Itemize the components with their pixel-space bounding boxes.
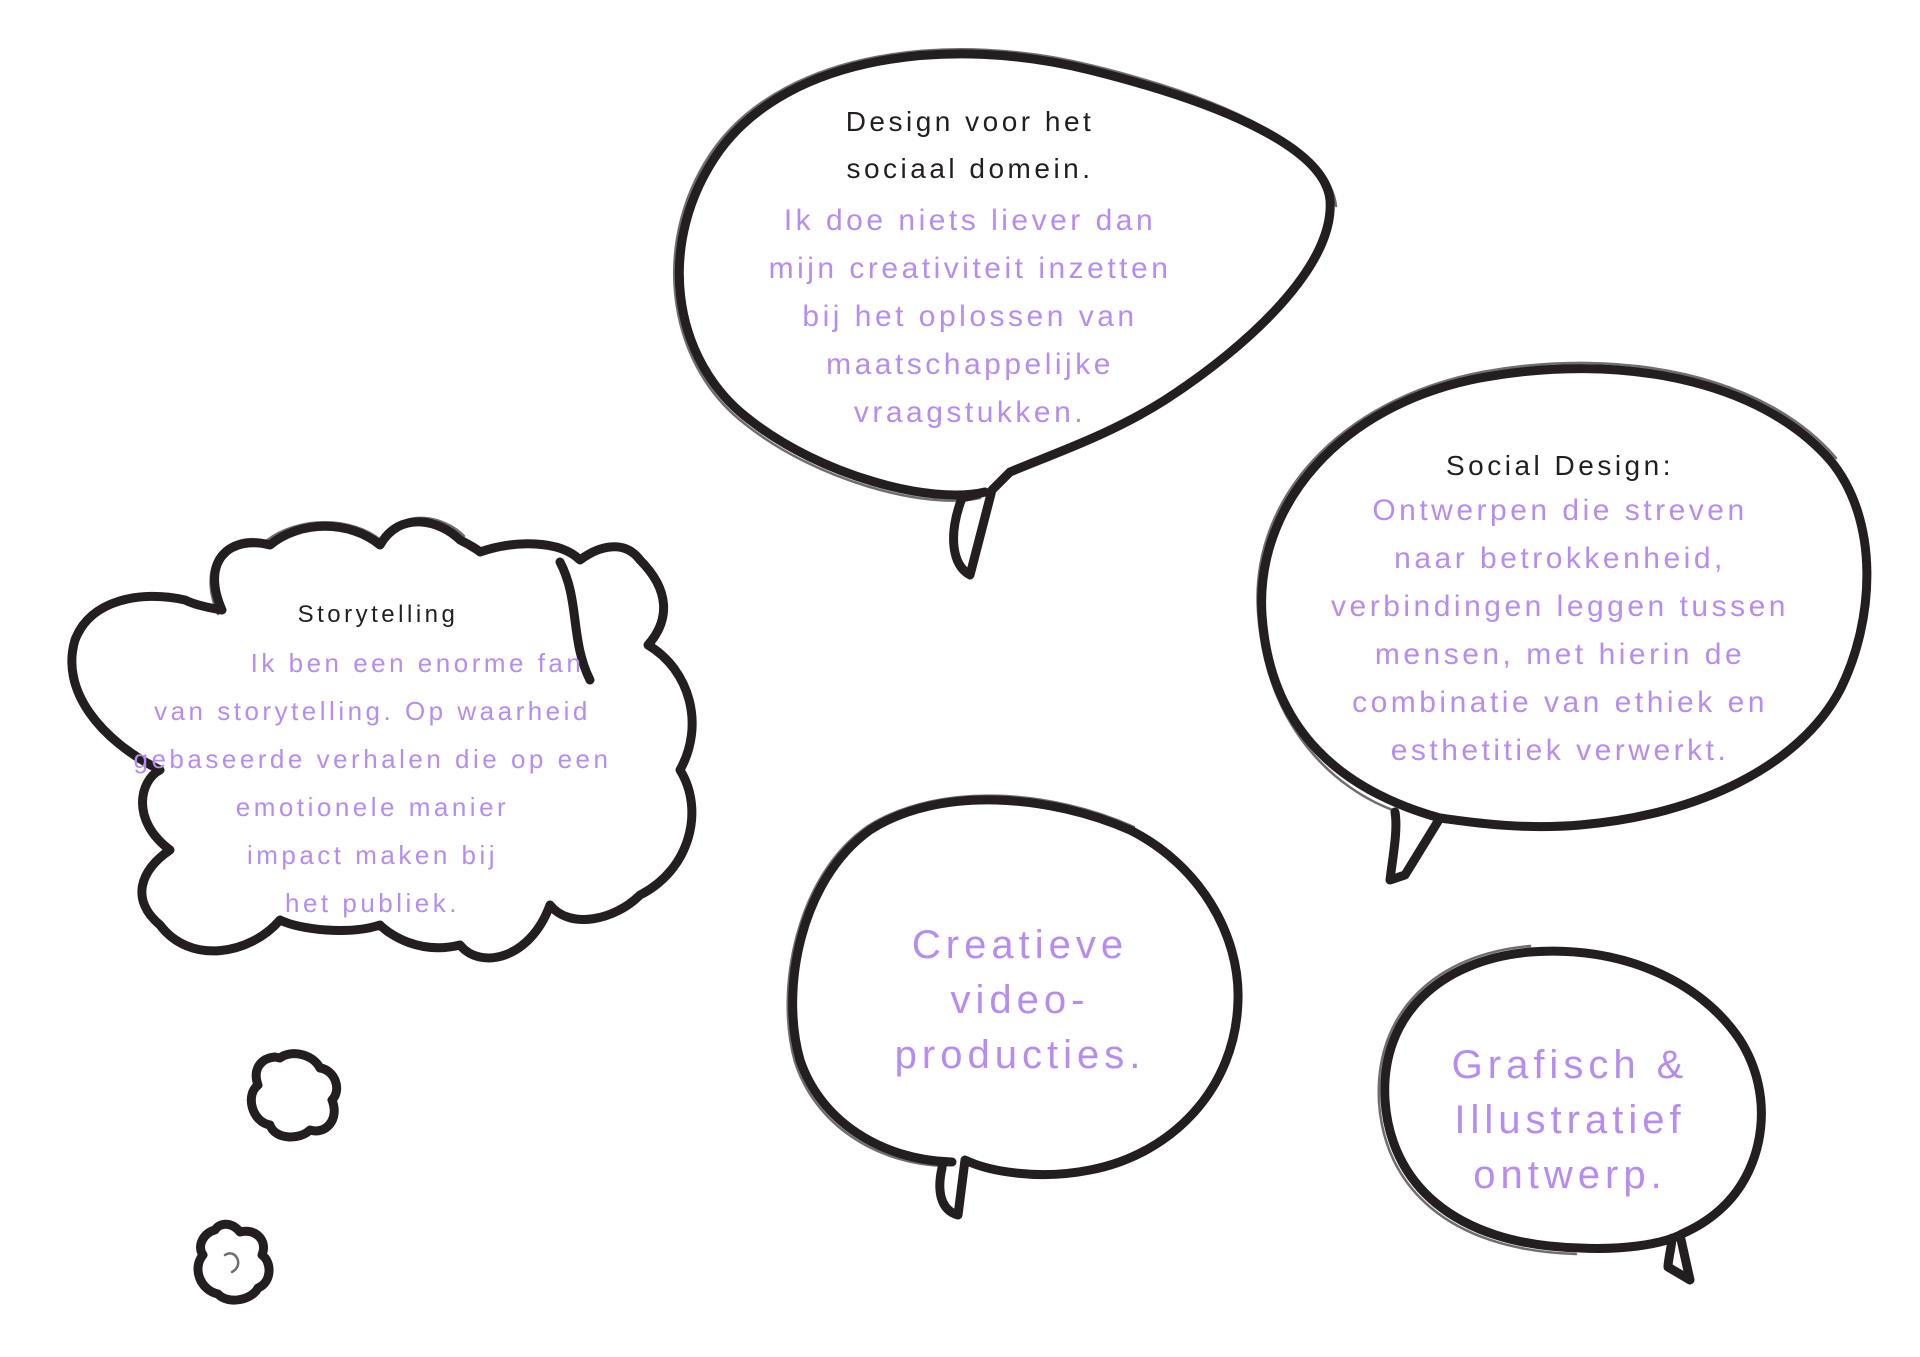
heading-line: sociaal domein. bbox=[846, 153, 1094, 184]
body-line: Illustratief bbox=[1454, 1098, 1686, 1142]
body-line: maatschappelijke bbox=[826, 348, 1114, 381]
body-line: producties. bbox=[894, 1033, 1146, 1077]
graphic-body: Grafisch & Illustratief ontwerp. bbox=[1420, 1045, 1720, 1195]
body-line: van storytelling. Op waarheid bbox=[154, 696, 591, 726]
heading-line: Social Design: bbox=[1446, 450, 1674, 481]
social-domain-heading: Design voor het sociaal domein. bbox=[790, 108, 1150, 183]
speech-bubble-graphic bbox=[1377, 944, 1766, 1285]
heading-line: Storytelling bbox=[297, 601, 459, 628]
body-line: verbindingen leggen tussen bbox=[1331, 590, 1789, 623]
body-line: combinatie van ethiek en bbox=[1352, 686, 1768, 719]
body-line: bij het oplossen van bbox=[802, 300, 1138, 333]
body-line: mensen, met hierin de bbox=[1374, 638, 1746, 671]
body-line: Ontwerpen die streven bbox=[1372, 494, 1748, 527]
body-line: naar betrokkenheid, bbox=[1394, 542, 1726, 575]
speech-bubble-social-design bbox=[1256, 361, 1872, 885]
body-line: mijn creativiteit inzetten bbox=[768, 252, 1172, 285]
body-line: vraagstukken. bbox=[853, 396, 1087, 429]
body-line: Creatieve bbox=[911, 923, 1129, 967]
body-line: Ik doe niets liever dan bbox=[783, 204, 1157, 237]
body-line: esthetitiek verwerkt. bbox=[1390, 734, 1730, 767]
body-line: gebaseerde verhalen die op een bbox=[133, 744, 612, 774]
body-line: Ik ben een enorme fan bbox=[250, 648, 585, 678]
body-line: ontwerp. bbox=[1473, 1153, 1667, 1197]
body-line: impact maken bij bbox=[246, 840, 499, 870]
storytelling-body: Ik ben een enorme fan van storytelling. … bbox=[110, 650, 635, 916]
video-body: Creatieve video- producties. bbox=[870, 925, 1170, 1075]
body-line: het publiek. bbox=[285, 888, 460, 918]
thought-cloud-storytelling bbox=[67, 516, 697, 963]
body-line: video- bbox=[950, 978, 1090, 1022]
social-domain-body: Ik doe niets liever dan mijn creativitei… bbox=[725, 206, 1215, 428]
thought-dot-large bbox=[246, 1049, 342, 1142]
storytelling-heading: Storytelling bbox=[258, 603, 498, 627]
speech-bubble-video bbox=[786, 794, 1243, 1220]
heading-line: Design voor het bbox=[845, 106, 1095, 137]
speech-bubble-social-domain bbox=[672, 48, 1338, 580]
social-design-heading: Social Design: bbox=[1370, 452, 1750, 480]
thought-dot-small bbox=[193, 1219, 274, 1305]
social-design-body: Ontwerpen die streven naar betrokkenheid… bbox=[1290, 496, 1830, 766]
body-line: Grafisch & bbox=[1451, 1043, 1689, 1087]
body-line: emotionele manier bbox=[235, 792, 510, 822]
